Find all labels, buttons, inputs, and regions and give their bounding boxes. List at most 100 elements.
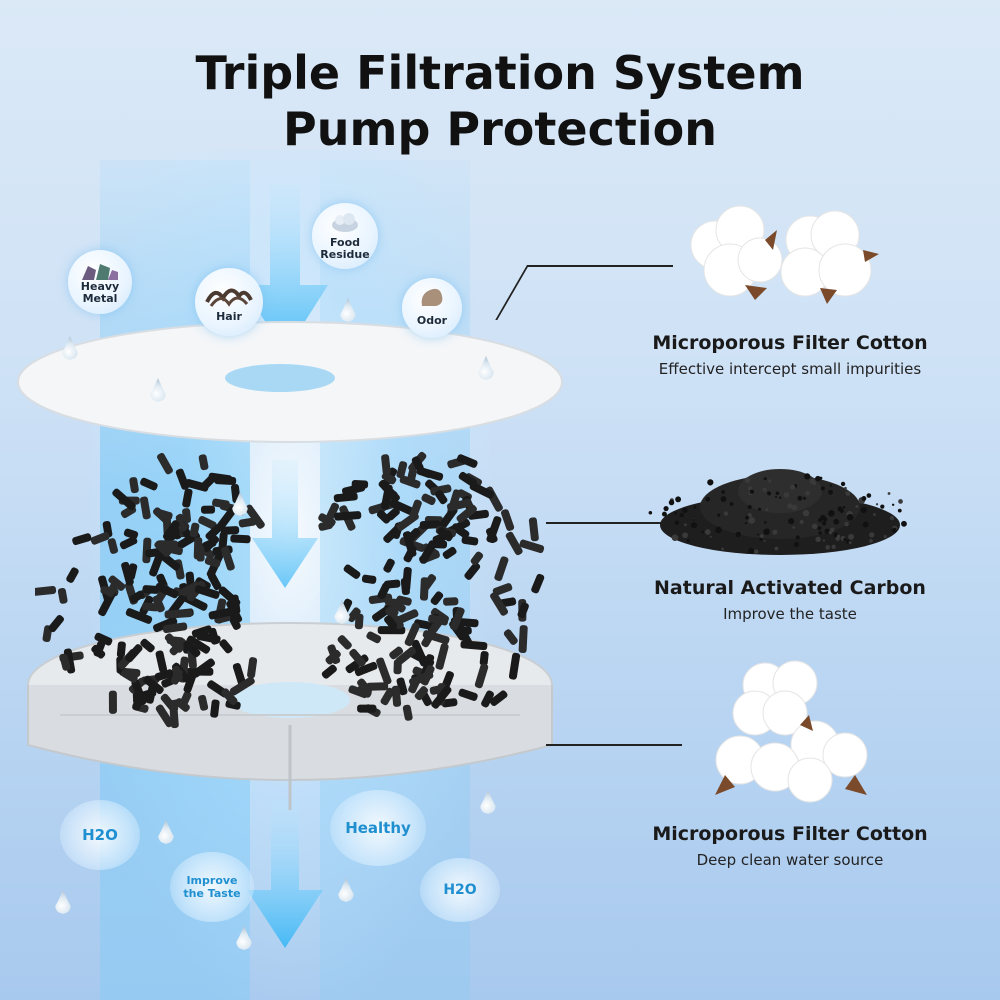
carbon-stick [428,614,449,626]
carbon-granule [873,513,876,516]
carbon-stick [389,646,404,660]
carbon-stick [494,556,509,582]
carbon-stick [155,704,174,728]
carbon-stick [119,536,138,550]
bubble-food-residue: Food Residue [312,203,378,269]
carbon-granule [828,510,835,517]
carbon-granule [817,526,822,531]
carbon-granule [797,495,803,501]
carbon-stick [116,641,126,658]
carbon-stick [174,518,188,532]
carbon-granule [682,532,689,539]
carbon-stick [112,488,136,511]
carbon-stick [333,492,358,503]
carbon-stick [129,590,145,604]
carbon-granule [891,503,895,506]
carbon-stick [164,633,184,653]
carbon-granule [690,522,698,529]
carbon-stick [414,686,429,701]
carbon-stick [406,468,417,485]
carbon-granule [765,508,769,512]
carbon-granule [819,476,823,480]
carbon-stick [59,654,71,671]
carbon-stick [189,522,200,538]
carbon-stick [162,622,188,634]
carbon-stick [161,553,181,571]
result-h2o-left: H2O [60,800,140,870]
carbon-stick [72,533,92,546]
carbon-stick [120,669,138,683]
carbon-granule [792,526,795,529]
carbon-granule [774,546,779,551]
carbon-stick [470,551,484,566]
carbon-stick [125,608,153,624]
carbon-granule [663,505,669,512]
carbon-stick [219,639,233,654]
carbon-granule [723,511,729,516]
carbon-stick [456,454,478,468]
carbon-stick [531,573,545,594]
carbon-granule [825,545,831,550]
carbon-stick [395,646,417,665]
carbon-stick [155,508,173,521]
carbon-stick [221,688,238,706]
carbon-granule [822,539,826,542]
carbon-stick [402,531,417,558]
carbon-stick [221,546,235,571]
bubble-food-residue-label: Food Residue [320,236,370,261]
carbon-granule [804,473,811,480]
carbon-stick [389,499,414,515]
carbon-stick [208,472,233,484]
carbon-granule [820,514,826,521]
leader-line-cotton-top [528,265,673,267]
carbon-stick [396,461,408,479]
carbon-granule [799,519,804,525]
carbon-stick [517,602,529,619]
title-line-1: Triple Filtration System [195,46,805,100]
carbon-stick [518,625,528,653]
carbon-stick [193,537,203,560]
carbon-granule [709,535,712,538]
result-h2o-left-label: H2O [82,826,118,844]
carbon-stick [376,657,392,685]
leader-line-carbon [546,522,682,524]
carbon-stick [392,609,419,626]
carbon-granule [833,518,840,525]
carbon-stick [174,698,190,712]
carbon-stick [142,602,159,612]
carbon-granule [861,496,867,501]
carbon-granule [692,518,695,521]
carbon-granule [860,507,867,514]
layer-2-subtitle: Improve the taste [723,605,857,623]
leader-line-cotton-top-drop [495,265,529,320]
carbon-stick [402,704,413,721]
carbon-stick [230,534,251,544]
carbon-granule [887,492,891,495]
carbon-stick [354,661,378,677]
carbon-stick [170,668,183,685]
carbon-granule [803,496,806,500]
carbon-stick [140,477,158,491]
carbon-stick [48,615,65,633]
carbon-stick [198,694,209,711]
carbon-granule [790,484,796,490]
carbon-stick [408,670,434,687]
layer-1-subtitle: Effective intercept small impurities [658,360,922,378]
carbon-granule [661,511,667,517]
carbon-granule [897,508,902,513]
carbon-granule [811,523,818,530]
carbon-stick [469,482,495,499]
carbon-stick [421,574,437,591]
carbon-granule [679,512,684,518]
carbon-stick [159,543,183,556]
carbon-stick [139,496,151,520]
carbon-stick [430,591,444,606]
carbon-granule [704,529,711,535]
carbon-stick [357,678,373,695]
carbon-granule [783,492,790,498]
carbon-stick [327,644,341,665]
carbon-granule [759,534,764,538]
carbon-granule [835,536,840,541]
carbon-stick [93,640,106,657]
carbon-stick [442,546,457,560]
